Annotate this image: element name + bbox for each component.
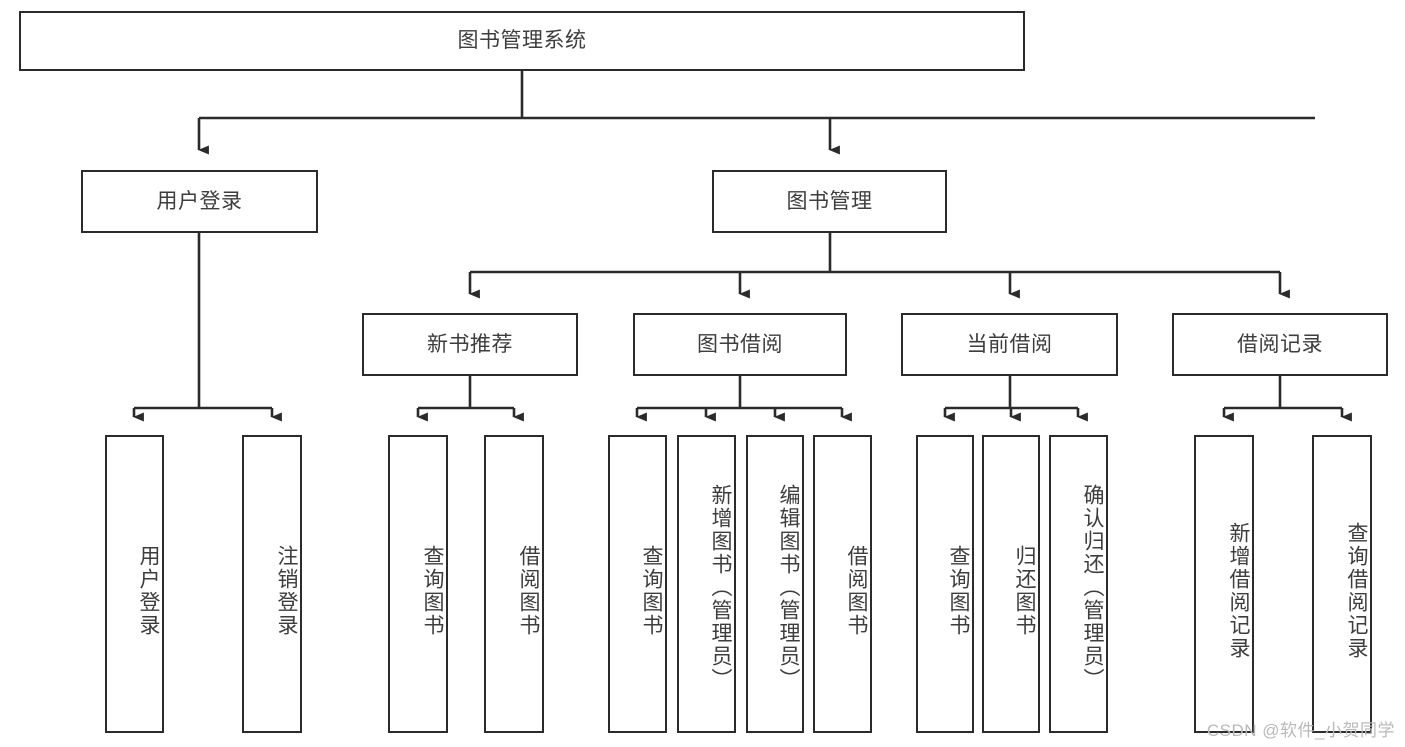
leaf-user-logout[interactable]: 注销登录: [242, 435, 302, 733]
node-book-borrow[interactable]: 图书借阅: [633, 313, 847, 376]
node-root[interactable]: 图书管理系统: [19, 11, 1025, 71]
leaf-confirm-return-label: 确认归还（管理员）: [1081, 483, 1104, 691]
leaf-confirm-return[interactable]: 确认归还（管理员）: [1049, 435, 1108, 733]
leaf-add-record-label: 新增借阅记录: [1227, 522, 1250, 660]
leaf-return-book-label: 归还图书: [1013, 545, 1036, 637]
leaf-query-book-2[interactable]: 查询图书: [608, 435, 667, 733]
leaf-borrow-book-2[interactable]: 借阅图书: [813, 435, 872, 733]
leaf-query-book-1[interactable]: 查询图书: [388, 435, 448, 733]
node-book-borrow-label: 图书借阅: [697, 332, 783, 356]
node-user-login-label: 用户登录: [156, 189, 243, 213]
leaf-edit-book-label: 编辑图书（管理员）: [777, 483, 800, 691]
node-new-book-recommend-label: 新书推荐: [427, 332, 513, 356]
leaf-query-record-label: 查询借阅记录: [1345, 522, 1368, 660]
leaf-edit-book[interactable]: 编辑图书（管理员）: [746, 435, 804, 733]
leaf-borrow-book-1[interactable]: 借阅图书: [484, 435, 544, 733]
leaf-add-book[interactable]: 新增图书（管理员）: [677, 435, 736, 733]
leaf-add-book-label: 新增图书（管理员）: [709, 483, 732, 691]
leaf-borrow-book-2-label: 借阅图书: [845, 545, 868, 637]
leaf-user-logout-label: 注销登录: [275, 545, 298, 637]
leaf-add-record[interactable]: 新增借阅记录: [1194, 435, 1254, 733]
node-current-borrow-label: 当前借阅: [966, 332, 1053, 356]
node-user-login[interactable]: 用户登录: [81, 170, 318, 233]
node-current-borrow[interactable]: 当前借阅: [901, 313, 1118, 376]
leaf-query-book-1-label: 查询图书: [421, 545, 444, 637]
leaf-query-book-3-label: 查询图书: [947, 545, 970, 637]
node-borrow-record[interactable]: 借阅记录: [1172, 313, 1388, 376]
leaf-return-book[interactable]: 归还图书: [982, 435, 1040, 733]
leaf-user-login-label: 用户登录: [137, 545, 160, 637]
node-book-manage[interactable]: 图书管理: [712, 170, 947, 233]
leaf-query-book-2-label: 查询图书: [640, 545, 663, 637]
node-book-manage-label: 图书管理: [786, 189, 873, 213]
leaf-query-record[interactable]: 查询借阅记录: [1312, 435, 1372, 733]
node-borrow-record-label: 借阅记录: [1237, 332, 1323, 356]
node-root-label: 图书管理系统: [457, 29, 587, 53]
node-new-book-recommend[interactable]: 新书推荐: [362, 313, 578, 376]
leaf-user-login[interactable]: 用户登录: [105, 435, 164, 733]
leaf-query-book-3[interactable]: 查询图书: [916, 435, 974, 733]
leaf-borrow-book-1-label: 借阅图书: [517, 545, 540, 637]
